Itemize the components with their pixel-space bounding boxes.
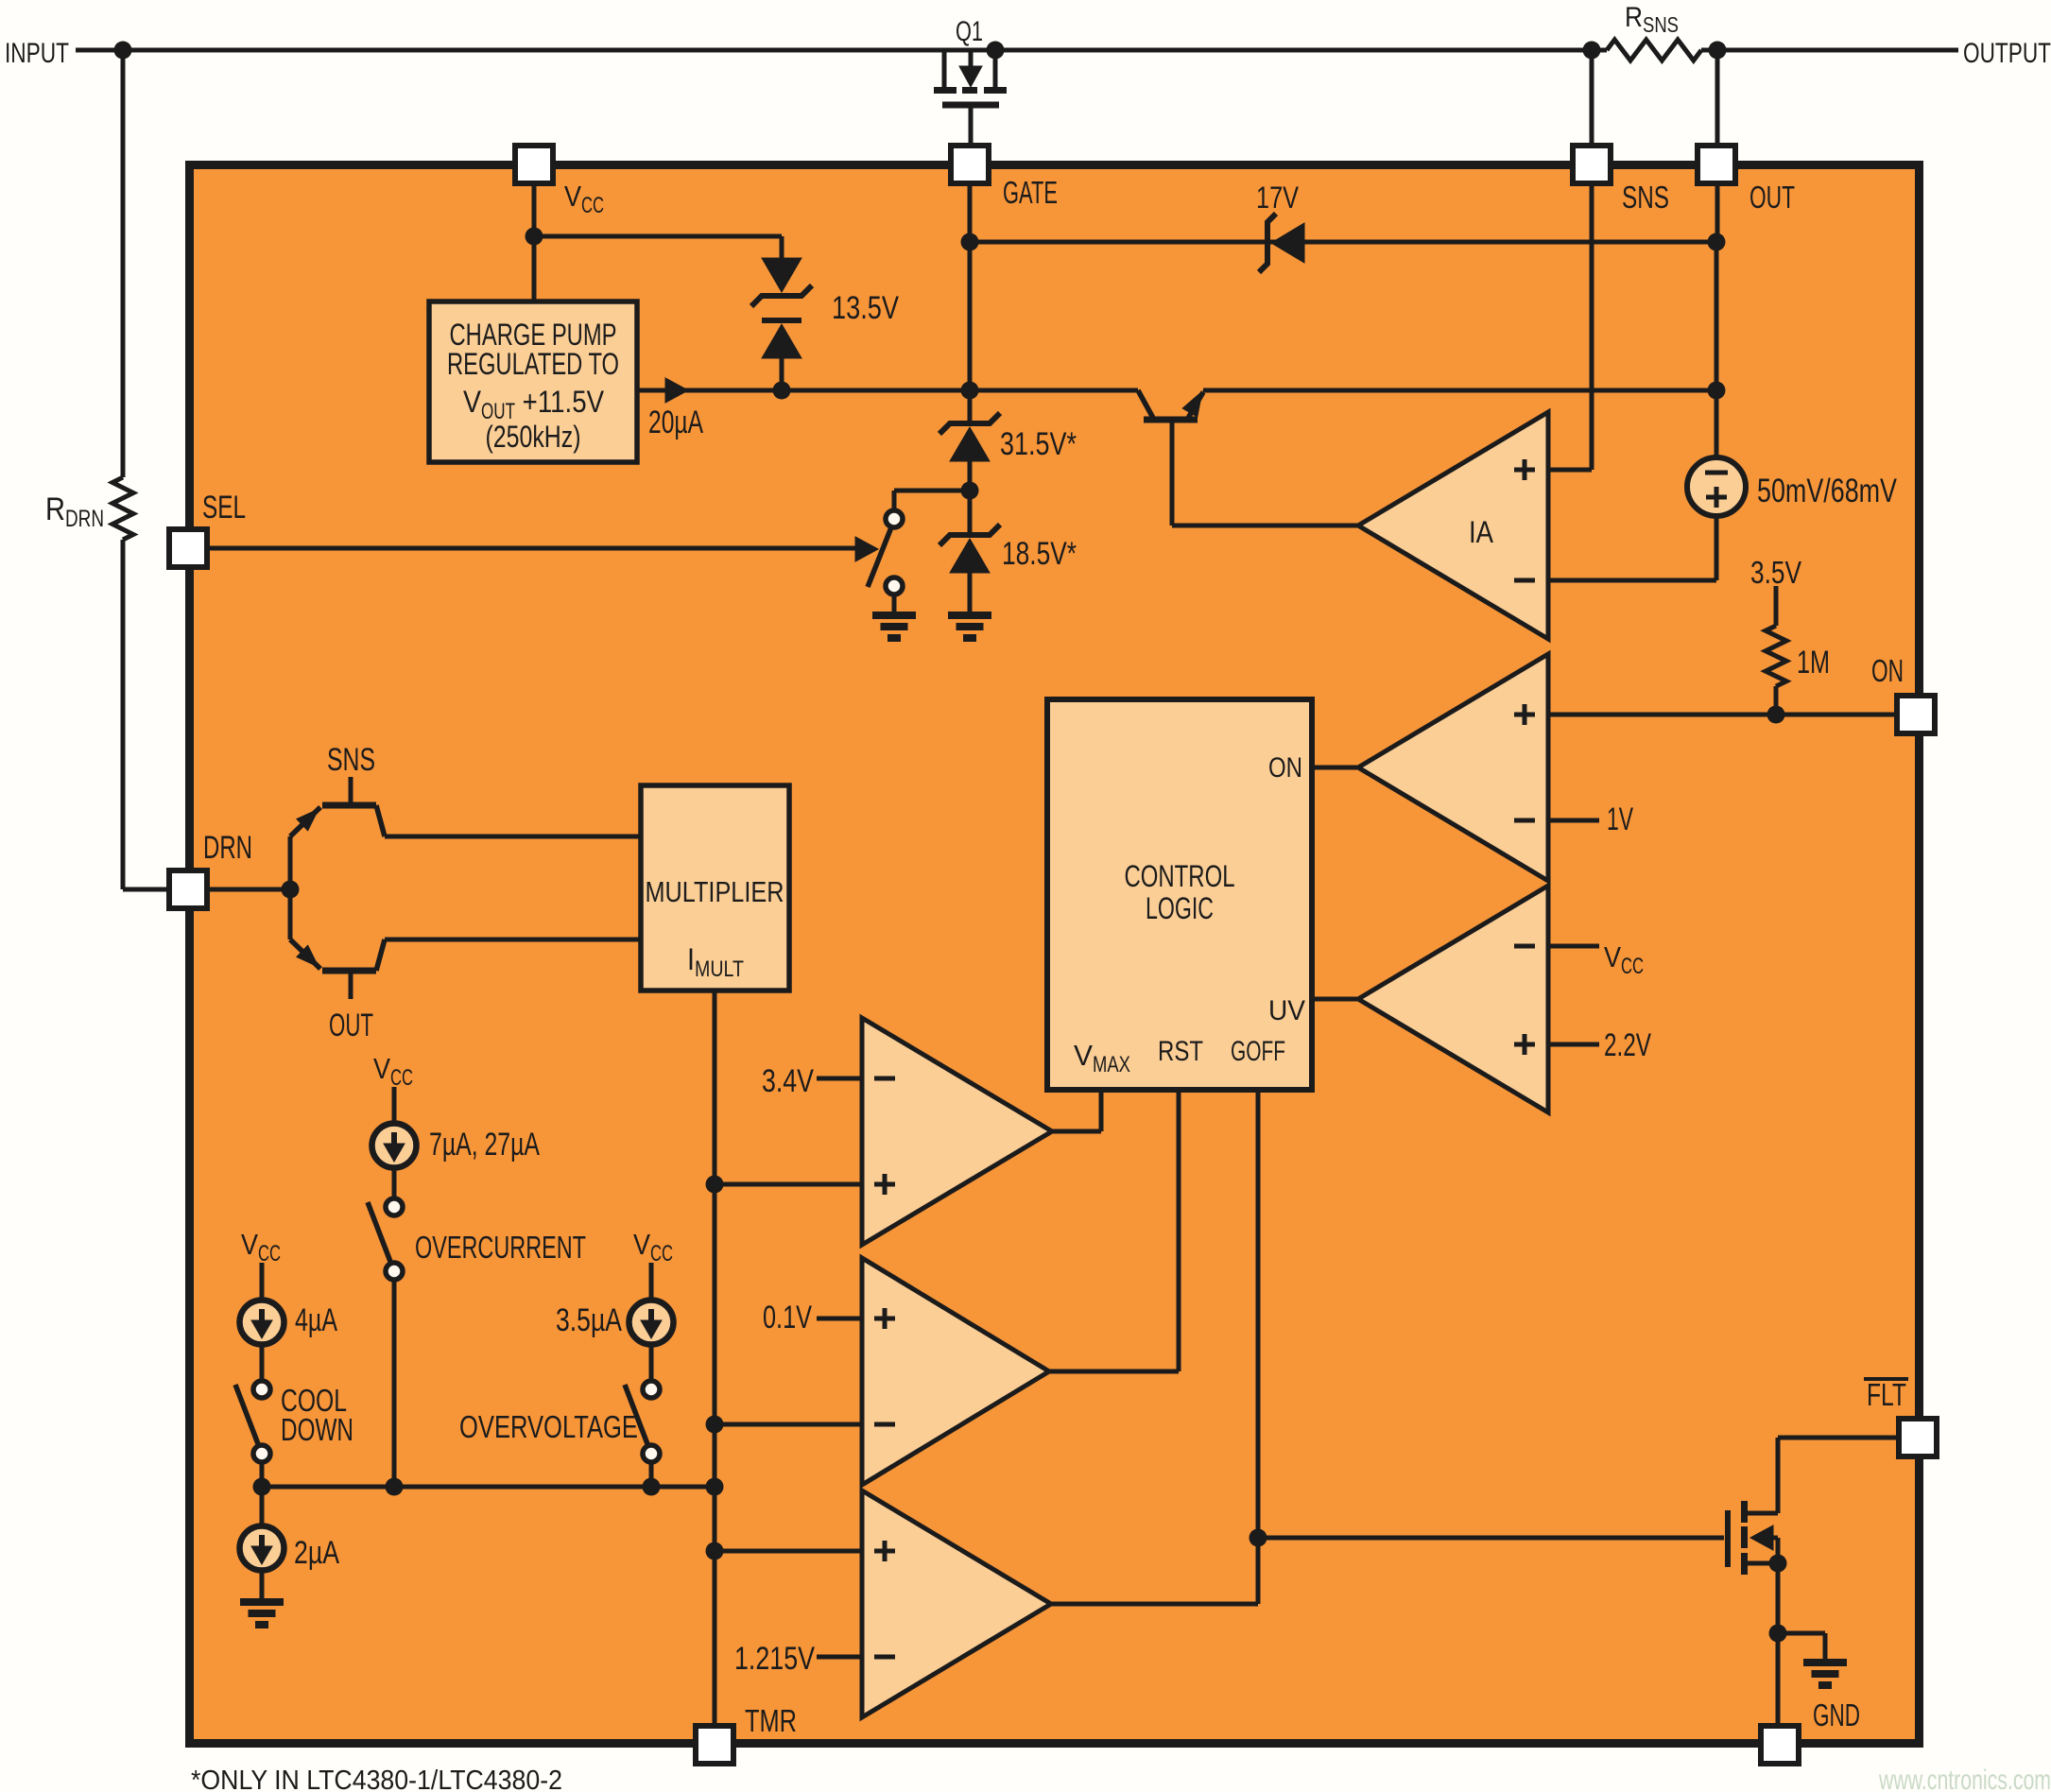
svg-text:MULTIPLIER: MULTIPLIER [646,875,784,908]
svg-text:50mV/68mV: 50mV/68mV [1757,473,1897,509]
svg-text:31.5V*: 31.5V* [1000,426,1077,462]
svg-text:www.cntronics.com: www.cntronics.com [1878,1765,2051,1792]
svg-text:(250kHz): (250kHz) [486,420,581,454]
svg-text:LOGIC: LOGIC [1146,891,1214,925]
svg-text:17V: 17V [1256,181,1300,215]
svg-text:*ONLY IN LTC4380-1/LTC4380-2: *ONLY IN LTC4380-1/LTC4380-2 [191,1766,562,1792]
svg-text:OVERCURRENT: OVERCURRENT [415,1230,586,1265]
svg-text:VCC: VCC [241,1228,281,1266]
svg-text:20µA: 20µA [648,405,703,440]
svg-text:ON: ON [1268,752,1302,784]
svg-text:RDRN: RDRN [45,491,104,532]
svg-text:VCC: VCC [373,1052,413,1091]
svg-text:CHARGE PUMP: CHARGE PUMP [450,318,617,352]
svg-text:TMR: TMR [745,1703,797,1738]
svg-text:RST: RST [1158,1036,1203,1067]
svg-text:7µA, 27µA: 7µA, 27µA [429,1127,540,1163]
svg-text:4µA: 4µA [295,1302,337,1338]
svg-text:GOFF: GOFF [1231,1036,1285,1067]
svg-text:OUT: OUT [329,1008,373,1043]
svg-text:SNS: SNS [327,742,375,778]
svg-text:GATE: GATE [1003,175,1058,210]
svg-text:DOWN: DOWN [281,1412,353,1447]
svg-text:DRN: DRN [203,830,252,866]
svg-text:VCC: VCC [633,1228,673,1266]
svg-text:VOUT +11.5V: VOUT +11.5V [463,385,605,424]
svg-text:1V: 1V [1607,801,1633,837]
svg-text:2.2V: 2.2V [1604,1027,1651,1063]
svg-text:18.5V*: 18.5V* [1002,536,1077,572]
svg-text:2µA: 2µA [294,1535,339,1571]
svg-text:1M: 1M [1797,645,1830,681]
svg-text:ON: ON [1871,653,1904,688]
svg-text:IMULT: IMULT [687,942,744,982]
svg-text:UV: UV [1268,995,1305,1026]
svg-text:SEL: SEL [202,490,246,526]
svg-text:3.5µA: 3.5µA [556,1302,622,1338]
svg-text:CONTROL: CONTROL [1125,859,1235,893]
svg-text:3.5V: 3.5V [1750,555,1801,590]
svg-text:REGULATED TO: REGULATED TO [447,347,619,381]
svg-text:COOL: COOL [281,1383,347,1418]
svg-text:0.1V: 0.1V [763,1300,812,1335]
svg-text:INPUT: INPUT [5,38,69,69]
svg-text:SNS: SNS [1622,180,1669,215]
svg-text:Q1: Q1 [956,16,983,47]
svg-text:3.4V: 3.4V [762,1063,814,1099]
svg-text:GND: GND [1813,1697,1860,1732]
svg-text:OUT: OUT [1749,180,1795,215]
svg-text:VMAX: VMAX [1074,1039,1130,1077]
svg-text:OUTPUT: OUTPUT [1963,38,2051,69]
svg-text:1.215V: 1.215V [734,1641,815,1677]
svg-text:IA: IA [1469,515,1494,549]
svg-text:VCC: VCC [564,180,604,218]
svg-text:FLT: FLT [1867,1377,1906,1412]
svg-text:OVERVOLTAGE: OVERVOLTAGE [459,1409,638,1444]
svg-text:RSNS: RSNS [1625,2,1679,37]
svg-text:VCC: VCC [1604,940,1644,979]
svg-text:13.5V: 13.5V [832,290,899,326]
